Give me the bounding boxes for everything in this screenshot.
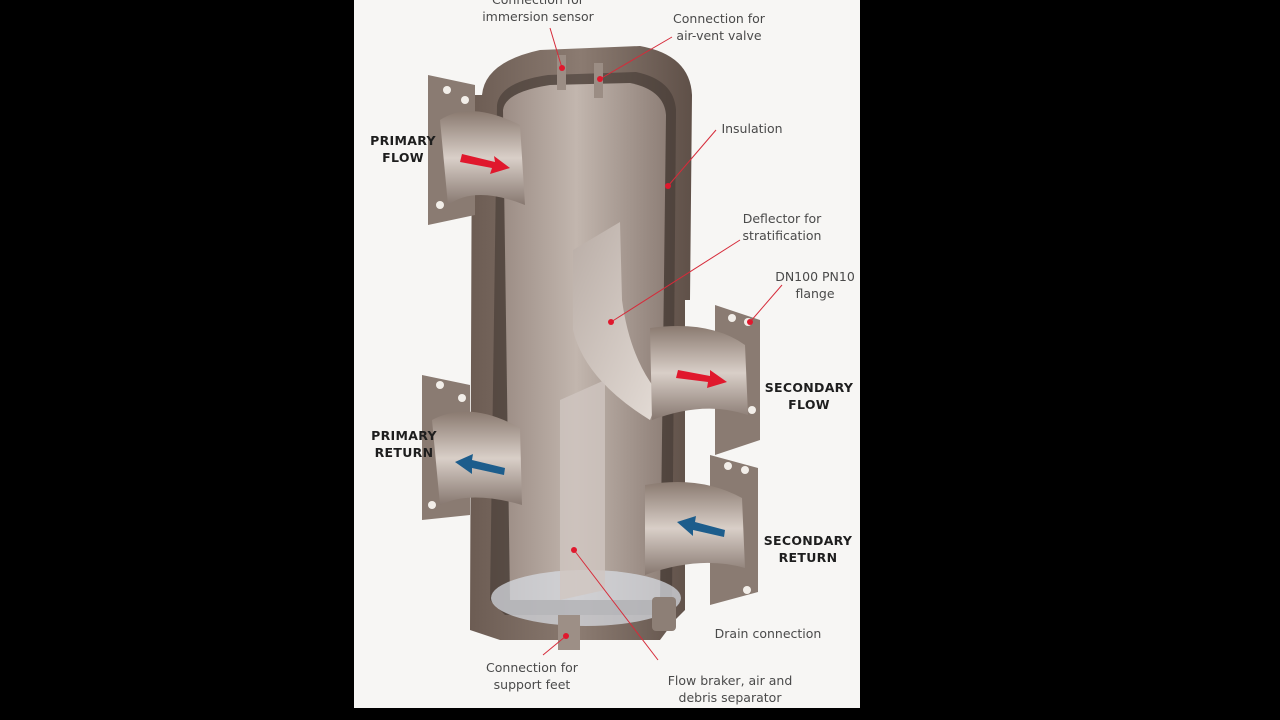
primary-flow-arrow xyxy=(460,154,510,174)
label-support-feet: Connection for support feet xyxy=(486,660,578,692)
label-primary-return: PRIMARY RETURN xyxy=(371,428,437,460)
leader-dots xyxy=(559,65,753,639)
label-drain: Drain connection xyxy=(714,626,822,641)
primary-flow-nozzle xyxy=(428,75,525,225)
leader-immersion-sensor xyxy=(549,27,563,69)
drain-stub xyxy=(652,597,676,631)
label-air-vent: Connection for air-vent valve xyxy=(673,11,765,43)
secondary-return-arrow xyxy=(677,516,725,537)
leader-insulation xyxy=(667,129,717,187)
deflector-plate xyxy=(560,222,660,600)
label-secondary-flow: SECONDARY FLOW xyxy=(764,380,854,412)
secondary-flow-arrow xyxy=(676,370,727,388)
leader-air-vent xyxy=(599,36,673,80)
label-flange: DN100 PN10 flange xyxy=(775,269,855,301)
leader-deflector xyxy=(610,239,741,323)
primary-return-nozzle xyxy=(422,375,522,520)
leader-lines xyxy=(542,27,783,661)
label-immersion-sensor: Connection for immersion sensor xyxy=(482,0,594,24)
primary-return-arrow xyxy=(455,454,505,475)
label-separator: Flow braker, air and debris separator xyxy=(667,673,793,705)
leader-flange xyxy=(749,284,783,323)
secondary-flow-nozzle xyxy=(650,305,760,455)
label-insulation: Insulation xyxy=(721,121,783,136)
bottom-stub xyxy=(558,615,580,650)
label-secondary-return: SECONDARY RETURN xyxy=(763,533,853,565)
label-deflector: Deflector for stratification xyxy=(742,211,822,243)
leader-separator xyxy=(573,549,659,661)
leader-support-feet xyxy=(542,635,567,656)
label-primary-flow: PRIMARY FLOW xyxy=(370,133,436,165)
